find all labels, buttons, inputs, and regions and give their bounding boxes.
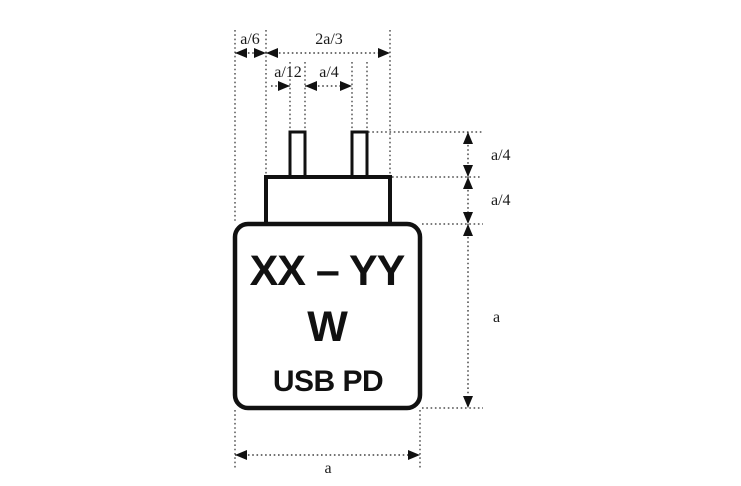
dimension-label-prong-width: a/12 — [274, 64, 302, 81]
dimension-label-collar-width: 2a/3 — [315, 31, 343, 48]
plug-collar-shape — [264, 175, 392, 228]
dimension-label-prong-gap: a/4 — [319, 64, 339, 81]
dimension-label-body-height: a — [493, 309, 500, 326]
wattage-unit-label: W — [307, 303, 348, 351]
charger-markings: XX – YY W USB PD — [250, 247, 406, 398]
dimension-label-prong-height: a/4 — [491, 147, 511, 164]
charger-body-shape — [232, 221, 423, 411]
dimension-lines — [235, 48, 473, 460]
dimension-label-collar-height: a/4 — [491, 192, 511, 209]
dimension-label-body-width: a — [324, 460, 331, 477]
right-prong-shape — [350, 130, 369, 182]
extension-lines — [234, 30, 484, 468]
wattage-range-label: XX – YY — [250, 247, 405, 295]
dimension-labels: a/6 2a/3 a/12 a/4 a/4 a/4 a a — [240, 31, 510, 477]
left-prong-shape — [288, 130, 307, 182]
usb-pd-label: USB PD — [273, 365, 383, 398]
charger-outline — [232, 130, 423, 411]
dimension-label-collar-left-offset: a/6 — [240, 31, 260, 48]
